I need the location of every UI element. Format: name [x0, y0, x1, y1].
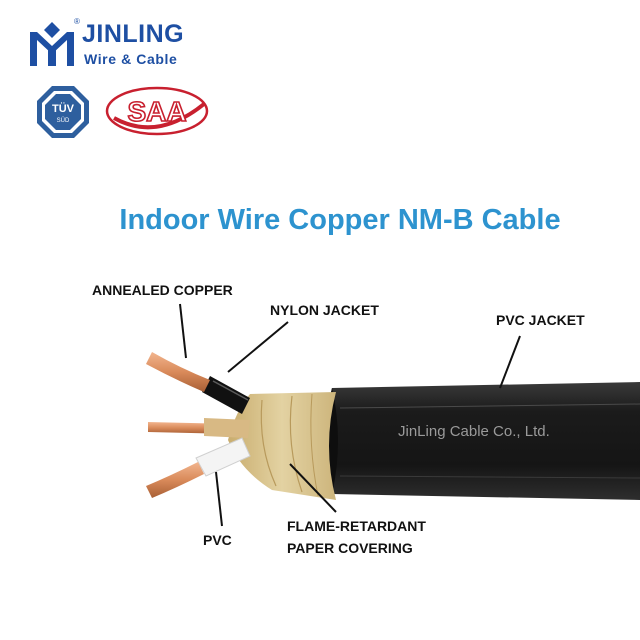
- label-paper-line1: FLAME-RETARDANT: [287, 518, 426, 534]
- nylon-jacket: [202, 376, 250, 414]
- leader-pvc-jacket: [499, 335, 521, 389]
- diagram-title: Indoor Wire Copper NM-B Cable: [119, 204, 561, 236]
- tuv-octagon-icon: TÜV SÜD: [37, 86, 89, 138]
- top-annealed-copper: [146, 352, 210, 392]
- bottom-annealed-copper: [146, 462, 204, 498]
- leader-paper-covering: [289, 463, 337, 513]
- middle-conductor: [148, 418, 250, 438]
- brand-subtitle: Wire & Cable: [84, 51, 178, 67]
- paper-covering: [228, 392, 336, 500]
- saa-logo-icon: SAA: [105, 86, 209, 136]
- tuv-line2: SÜD: [57, 117, 70, 124]
- label-nylon-jacket: NYLON JACKET: [270, 302, 379, 318]
- jinling-logo-icon: [30, 22, 74, 66]
- label-pvc-jacket: PVC JACKET: [496, 312, 585, 328]
- tuv-sud-badge: TÜV SÜD: [35, 84, 91, 140]
- leader-pvc: [215, 471, 223, 527]
- label-pvc: PVC: [203, 532, 232, 548]
- leader-nylon-jacket: [227, 321, 289, 373]
- brand-name: JINLING: [82, 20, 185, 48]
- top-conductor: [146, 352, 250, 414]
- tuv-line1: TÜV: [52, 102, 75, 115]
- label-paper-line2: PAPER COVERING: [287, 540, 413, 556]
- pvc-jacket: [325, 382, 640, 500]
- leader-annealed-copper: [179, 303, 187, 359]
- registered-mark: ®: [74, 17, 80, 26]
- pvc-insulation: [195, 437, 251, 477]
- label-annealed-copper: ANNEALED COPPER: [92, 282, 233, 298]
- jacket-print-text: JinLing Cable Co., Ltd.: [398, 423, 550, 440]
- saa-badge: SAA: [104, 84, 210, 138]
- saa-text: SAA: [127, 96, 186, 127]
- bottom-conductor: [146, 437, 251, 498]
